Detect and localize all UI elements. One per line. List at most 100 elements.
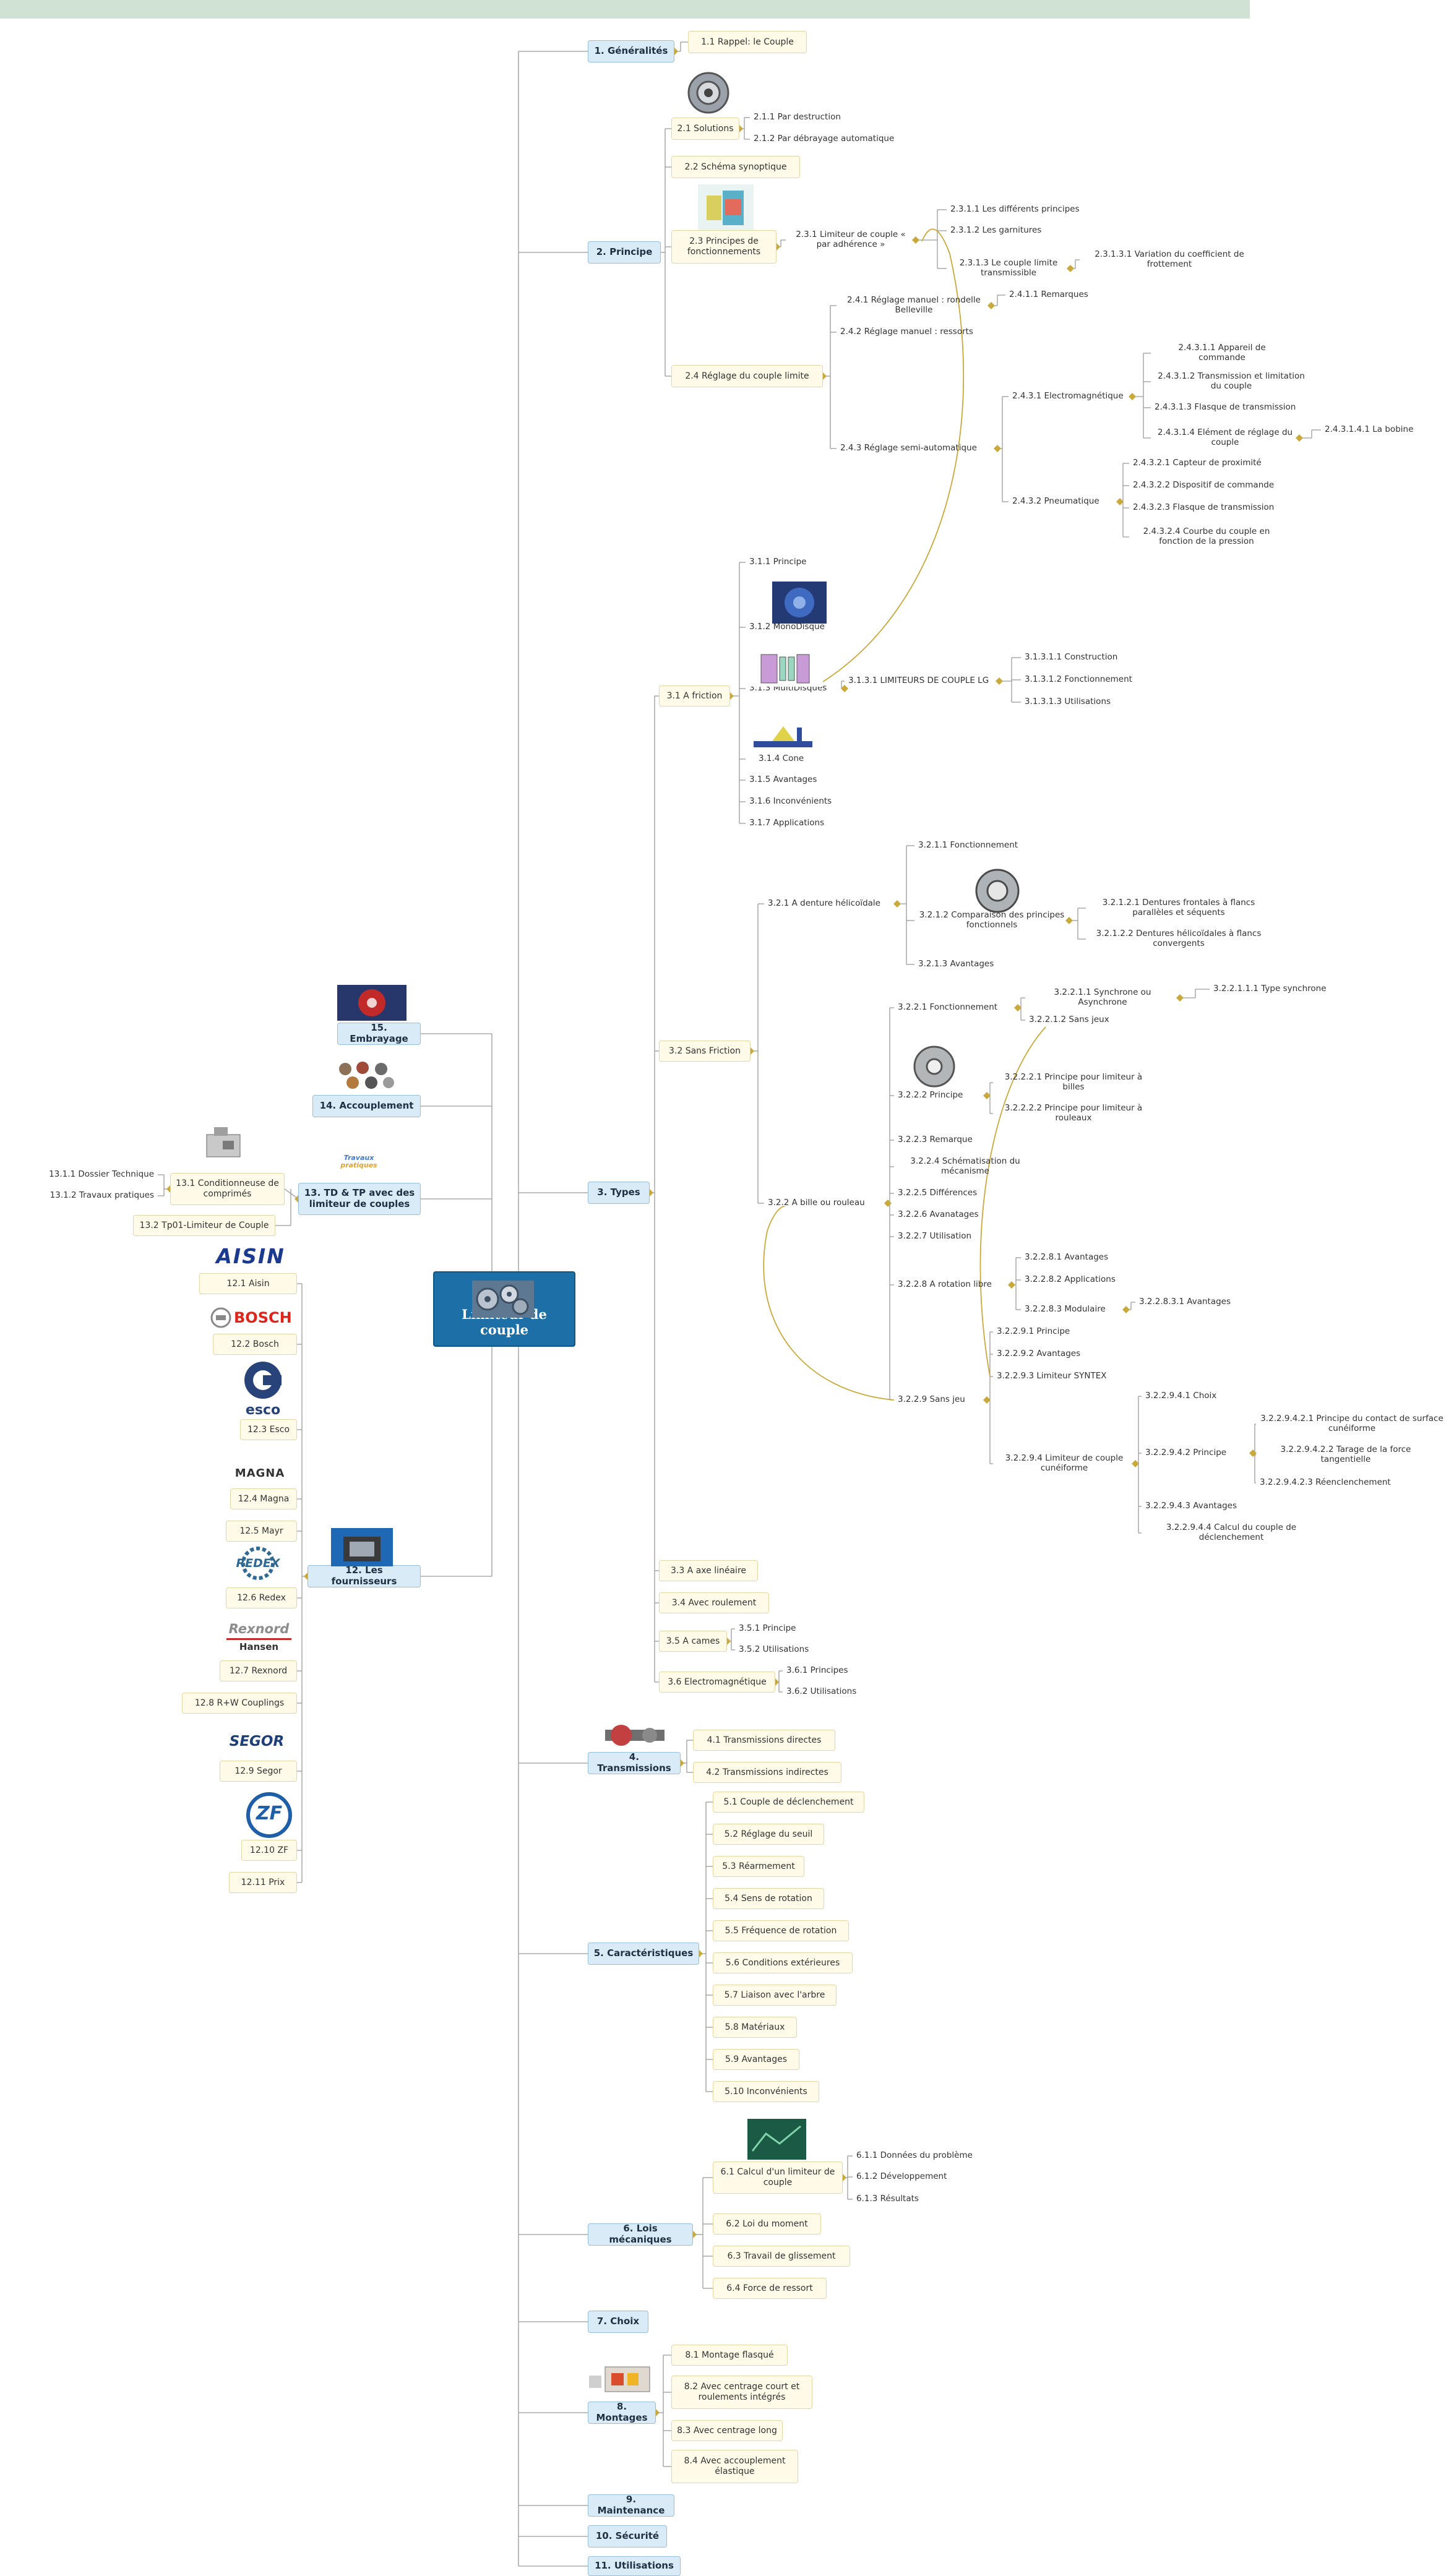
node-2-4-3-2-3[interactable]: 2.4.3.2.3 Flasque de transmission [1129, 501, 1284, 515]
node-5-2[interactable]: 5.2 Réglage du seuil [713, 1824, 824, 1845]
node-3-5-1[interactable]: 3.5.1 Principe [735, 1622, 822, 1636]
topic-fournisseurs[interactable]: 12. Les fournisseurs [308, 1565, 421, 1587]
node-3-2-2-9[interactable]: 3.2.2.9 Sans jeu [894, 1393, 987, 1407]
node-3-2-2-9-4-2-3[interactable]: 3.2.2.9.4.2.3 Réenclenchement [1256, 1476, 1417, 1490]
node-2-4-1-1[interactable]: 2.4.1.1 Remarques [1005, 288, 1111, 302]
node-2-3[interactable]: 2.3 Principes de fonctionnements [671, 230, 776, 264]
node-3-2-2-9-4-4[interactable]: 3.2.2.9.4.4 Calcul du couple de déclench… [1142, 1519, 1321, 1547]
node-3-2-2-9-4-2[interactable]: 3.2.2.9.4.2 Principe [1142, 1446, 1253, 1460]
node-3-1-4[interactable]: 3.1.4 Cone [755, 752, 829, 766]
node-3-2-1-2-2[interactable]: 3.2.1.2.2 Dentures hélicoïdales à flancs… [1086, 925, 1271, 953]
node-12-6[interactable]: 12.6 Redex [226, 1587, 297, 1608]
node-4-1[interactable]: 4.1 Transmissions directes [693, 1730, 835, 1751]
node-8-4[interactable]: 8.4 Avec accouplement élastique [671, 2450, 798, 2483]
node-3-2-2-9-4-3[interactable]: 3.2.2.9.4.3 Avantages [1142, 1500, 1265, 1513]
node-3-2-1-2[interactable]: 3.2.1.2 Comparaison des principes foncti… [914, 907, 1069, 934]
node-5-5[interactable]: 5.5 Fréquence de rotation [713, 1920, 849, 1941]
topic-choix[interactable]: 7. Choix [588, 2311, 648, 2333]
collapse-toggle-icon[interactable] [983, 1396, 991, 1404]
node-12-11[interactable]: 12.11 Prix [229, 1872, 297, 1893]
node-3-6-1[interactable]: 3.6.1 Principes [783, 1664, 869, 1678]
collapse-toggle-icon[interactable] [996, 677, 1003, 685]
node-3-1-3-1[interactable]: 3.1.3.1 LIMITEURS DE COUPLE LG [845, 674, 999, 688]
node-2-4-3-1[interactable]: 2.4.3.1 Electromagnétique [1009, 390, 1132, 403]
node-6-1[interactable]: 6.1 Calcul d'un limiteur de couple [713, 2162, 843, 2194]
node-2-4-3-1-3[interactable]: 2.4.3.1.3 Flasque de transmission [1151, 401, 1312, 414]
node-4-2[interactable]: 4.2 Transmissions indirectes [693, 1762, 841, 1783]
node-2-3-1-1[interactable]: 2.3.1.1 Les différents principes [947, 203, 1095, 217]
node-3-6-2[interactable]: 3.6.2 Utilisations [783, 1685, 882, 1699]
node-3-2-1-2-1[interactable]: 3.2.1.2.1 Dentures frontales à flancs pa… [1086, 895, 1271, 922]
collapse-toggle-icon[interactable] [983, 1092, 991, 1099]
node-2-4-3-1-2[interactable]: 2.4.3.1.2 Transmission et limitation du … [1151, 368, 1312, 395]
node-3-1-1[interactable]: 3.1.1 Principe [746, 556, 832, 569]
node-3-2-1[interactable]: 3.2.1 A denture hélicoïdale [764, 897, 897, 911]
node-3-6[interactable]: 3.6 Electromagnétique [659, 1672, 775, 1693]
node-3-5[interactable]: 3.5 A cames [659, 1631, 727, 1652]
node-8-3[interactable]: 8.3 Avec centrage long [671, 2420, 783, 2441]
collapse-toggle-icon[interactable] [1176, 994, 1184, 1002]
topic-securite[interactable]: 10. Sécurité [588, 2525, 667, 2548]
topic-lois-mecaniques[interactable]: 6. Lois mécaniques [588, 2223, 693, 2246]
topic-caracteristiques[interactable]: 5. Caractéristiques [588, 1943, 699, 1965]
node-12-1[interactable]: 12.1 Aisin [199, 1273, 297, 1294]
node-2-4-3-1-4-1[interactable]: 2.4.3.1.4.1 La bobine [1321, 423, 1439, 437]
node-3-2-2-9-4-2-1[interactable]: 3.2.2.9.4.2.1 Principe du contact de sur… [1256, 1410, 1448, 1438]
topic-td-tp[interactable]: 13. TD & TP avec des limiteur de couples [298, 1183, 421, 1215]
node-3-2-2-1[interactable]: 3.2.2.1 Fonctionnement [894, 1001, 1018, 1015]
topic-montages[interactable]: 8. Montages [588, 2401, 656, 2424]
topic-utilisations[interactable]: 11. Utilisations [588, 2556, 681, 2576]
node-12-8[interactable]: 12.8 R+W Couplings [182, 1693, 297, 1714]
collapse-toggle-icon[interactable] [1122, 1306, 1130, 1313]
node-13-2[interactable]: 13.2 Tp01-Limiteur de Couple [133, 1215, 275, 1236]
node-3-2-2-1-1-1[interactable]: 3.2.2.1.1.1 Type synchrone [1210, 982, 1352, 996]
node-2-4-3-1-1[interactable]: 2.4.3.1.1 Appareil de commande [1151, 343, 1293, 363]
node-3-5-2[interactable]: 3.5.2 Utilisations [735, 1643, 834, 1657]
collapse-toggle-icon[interactable] [1067, 265, 1074, 272]
node-2-1-2[interactable]: 2.1.2 Par débrayage automatique [750, 133, 898, 145]
node-3-2-2-9-4[interactable]: 3.2.2.9.4 Limiteur de couple cunéiforme [993, 1450, 1135, 1477]
node-12-4[interactable]: 12.4 Magna [230, 1488, 297, 1509]
node-3-1-3-1-2[interactable]: 3.1.3.1.2 Fonctionnement [1021, 673, 1151, 687]
node-2-1[interactable]: 2.1 Solutions [671, 118, 739, 140]
node-3-2-2-8-3[interactable]: 3.2.2.8.3 Modulaire [1021, 1303, 1126, 1316]
node-1-1[interactable]: 1.1 Rappel: le Couple [688, 31, 807, 53]
topic-accouplement[interactable]: 14. Accouplement [312, 1095, 421, 1117]
node-3-3[interactable]: 3.3 A axe linéaire [659, 1560, 758, 1581]
node-12-5[interactable]: 12.5 Mayr [226, 1521, 297, 1542]
node-2-4-2[interactable]: 2.4.2 Réglage manuel : ressorts [837, 325, 991, 339]
collapse-toggle-icon[interactable] [884, 1200, 892, 1207]
collapse-toggle-icon[interactable] [1132, 1460, 1139, 1467]
node-3-2-2-8-3-1[interactable]: 3.2.2.8.3.1 Avantages [1135, 1295, 1259, 1309]
collapse-toggle-icon[interactable] [893, 900, 901, 908]
topic-embrayage[interactable]: 15. Embrayage [337, 1022, 421, 1045]
node-12-7[interactable]: 12.7 Rexnord [220, 1660, 297, 1681]
node-3-2-2[interactable]: 3.2.2 A bille ou rouleau [764, 1196, 888, 1210]
node-2-4-3[interactable]: 2.4.3 Réglage semi-automatique [837, 442, 997, 455]
node-3-2-2-8-1[interactable]: 3.2.2.8.1 Avantages [1021, 1251, 1126, 1264]
node-2-4-3-2[interactable]: 2.4.3.2 Pneumatique [1009, 495, 1120, 509]
node-3-2-2-9-4-2-2[interactable]: 3.2.2.9.4.2.2 Tarage de la force tangent… [1256, 1441, 1435, 1469]
node-3-2-2-8[interactable]: 3.2.2.8 A rotation libre [894, 1278, 1012, 1292]
collapse-toggle-icon[interactable] [912, 236, 919, 244]
node-3-1-3-1-1[interactable]: 3.1.3.1.1 Construction [1021, 651, 1132, 664]
node-5-8[interactable]: 5.8 Matériaux [713, 2017, 797, 2038]
node-13-1[interactable]: 13.1 Conditionneuse de comprimés [170, 1173, 285, 1205]
node-5-1[interactable]: 5.1 Couple de déclenchement [713, 1792, 864, 1813]
node-2-3-1[interactable]: 2.3.1 Limiteur de couple « par adhérence… [786, 226, 916, 254]
node-12-2[interactable]: 12.2 Bosch [213, 1334, 297, 1355]
collapse-toggle-icon[interactable] [1249, 1449, 1257, 1457]
node-2-4[interactable]: 2.4 Réglage du couple limite [671, 365, 823, 387]
node-12-3[interactable]: 12.3 Esco [240, 1419, 297, 1440]
topic-maintenance[interactable]: 9. Maintenance [588, 2494, 674, 2517]
node-12-10[interactable]: 12.10 ZF [241, 1840, 297, 1861]
node-3-2-2-1-2[interactable]: 3.2.2.1.2 Sans jeux [1025, 1013, 1149, 1027]
node-3-2-1-1[interactable]: 3.2.1.1 Fonctionnement [914, 839, 1038, 852]
node-5-9[interactable]: 5.9 Avantages [713, 2049, 799, 2070]
node-3-2-2-7[interactable]: 3.2.2.7 Utilisation [894, 1230, 1005, 1243]
node-3-2-2-5[interactable]: 3.2.2.5 Différences [894, 1187, 1005, 1200]
node-3-2-2-9-3[interactable]: 3.2.2.9.3 Limiteur SYNTEX [993, 1370, 1129, 1383]
node-13-1-2[interactable]: 13.1.2 Travaux pratiques [31, 1189, 158, 1203]
node-8-1[interactable]: 8.1 Montage flasqué [671, 2345, 788, 2366]
node-13-1-1[interactable]: 13.1.1 Dossier Technique [31, 1168, 158, 1182]
